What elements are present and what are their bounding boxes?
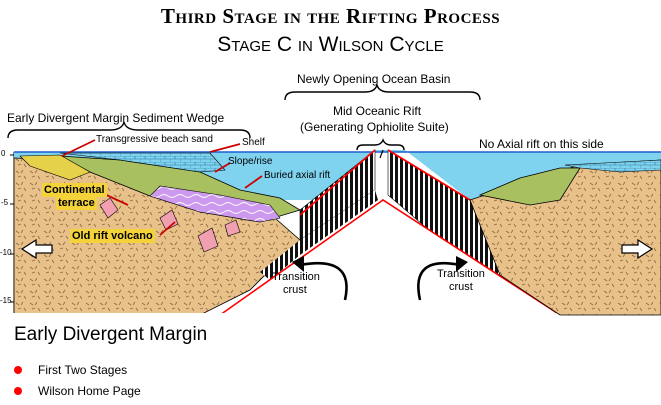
carbonate-shelf xyxy=(59,152,226,173)
link-wilson-home[interactable]: Wilson Home Page xyxy=(14,384,141,398)
spreading-arrow-right xyxy=(621,238,654,260)
depth-tick: -10 xyxy=(0,248,12,257)
link-label[interactable]: Wilson Home Page xyxy=(38,384,141,398)
label-old-rift-volcano: Old rift volcano xyxy=(70,229,155,243)
left-transition-crust-lower xyxy=(260,190,378,280)
label-no-axial: No Axial rift on this side xyxy=(479,137,604,151)
depth-axis xyxy=(10,152,15,315)
label-shelf: Shelf xyxy=(242,137,265,148)
label-buried-axial: Buried axial rift xyxy=(264,170,331,181)
label-early-wedge: Early Divergent Margin Sediment Wedge xyxy=(7,111,225,125)
mid-oceanic-rift-axis xyxy=(299,149,471,216)
label-slope-rise: Slope/rise xyxy=(228,156,273,167)
label-transition-right-1: Transition xyxy=(437,268,485,280)
depth-tick: 0 xyxy=(1,149,6,158)
bullet-icon xyxy=(14,366,22,374)
label-mid-oceanic-rift: Mid Oceanic Rift xyxy=(333,104,422,118)
label-newly-opening: Newly Opening Ocean Basin xyxy=(297,72,451,86)
label-transgressive: Transgressive beach sand xyxy=(96,134,213,145)
salt-layer xyxy=(149,185,281,223)
braces xyxy=(7,82,481,151)
label-transition-left-2: crust xyxy=(283,284,307,296)
left-sediment-yellow xyxy=(19,154,91,181)
rift-volcanoes xyxy=(99,197,241,253)
depth-tick: -15 xyxy=(0,296,12,305)
right-carbonate-shelf xyxy=(564,159,661,173)
page-title: Third Stage in the Rifting Process xyxy=(160,4,501,28)
page-subtitle: Stage C in Wilson Cycle xyxy=(217,33,444,56)
label-transition-left-1: Transition xyxy=(272,271,320,283)
section-heading: Early Divergent Margin xyxy=(14,324,208,345)
link-label[interactable]: First Two Stages xyxy=(38,363,128,377)
link-first-two-stages[interactable]: First Two Stages xyxy=(14,363,127,377)
depth-tick: -5 xyxy=(1,198,9,207)
label-transition-right-2: crust xyxy=(449,281,473,293)
convection-arrows xyxy=(299,261,461,301)
label-generating: (Generating Ophiolite Suite) xyxy=(300,120,449,134)
spreading-arrow-left xyxy=(20,238,53,260)
label-continental-terrace-1: Continental xyxy=(42,183,107,197)
bullet-icon xyxy=(14,387,22,395)
label-continental-terrace-2: terrace xyxy=(56,196,97,210)
